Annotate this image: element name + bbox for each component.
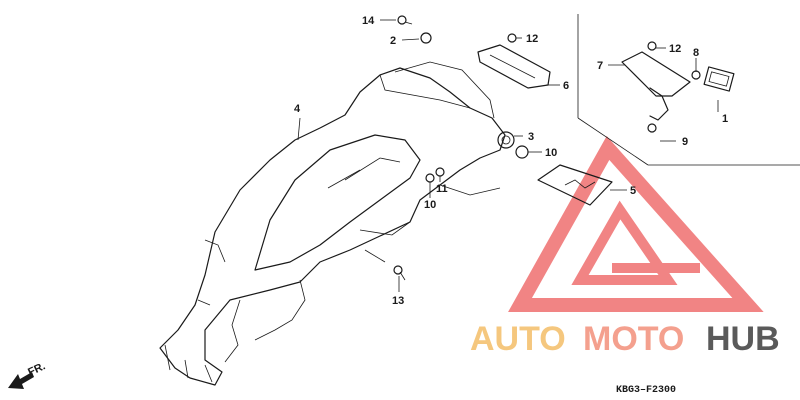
brand-moto: MOTO xyxy=(583,320,684,358)
callout-10b: 10 xyxy=(424,199,436,211)
callout-9: 9 xyxy=(682,136,688,148)
callout-8: 8 xyxy=(693,47,699,59)
callout-6: 6 xyxy=(563,80,569,92)
watermark-logo xyxy=(508,136,764,312)
front-label: FR. xyxy=(26,360,47,378)
callout-1: 1 xyxy=(722,113,728,125)
license-light-assembly xyxy=(621,51,735,121)
callout-11: 11 xyxy=(436,183,448,195)
brand-hub: HUB xyxy=(706,320,780,358)
callout-5: 5 xyxy=(630,185,636,197)
rear-fender xyxy=(159,61,506,386)
callout-2: 2 xyxy=(390,35,396,47)
mud-flap-plate xyxy=(537,164,613,206)
callout-12a: 12 xyxy=(526,33,538,45)
callout-13: 13 xyxy=(392,295,404,307)
inset-divider xyxy=(577,14,800,166)
diagram-code: KBG3–F2300 xyxy=(616,385,676,396)
watermark-wordmark: AUTO MOTO HUB xyxy=(470,320,780,358)
callout-labels: 1 2 3 4 5 6 7 8 9 10 10 11 12 12 13 14 xyxy=(294,15,728,307)
callout-3: 3 xyxy=(528,131,534,143)
callout-10a: 10 xyxy=(545,147,557,159)
callout-14: 14 xyxy=(362,15,375,27)
brand-auto: AUTO xyxy=(470,320,566,358)
front-direction-indicator: FR. xyxy=(8,360,47,389)
license-bracket xyxy=(477,44,551,89)
callout-4: 4 xyxy=(294,103,301,115)
callout-7: 7 xyxy=(597,60,603,72)
leader-lines xyxy=(297,19,719,292)
callout-12b: 12 xyxy=(669,43,681,55)
